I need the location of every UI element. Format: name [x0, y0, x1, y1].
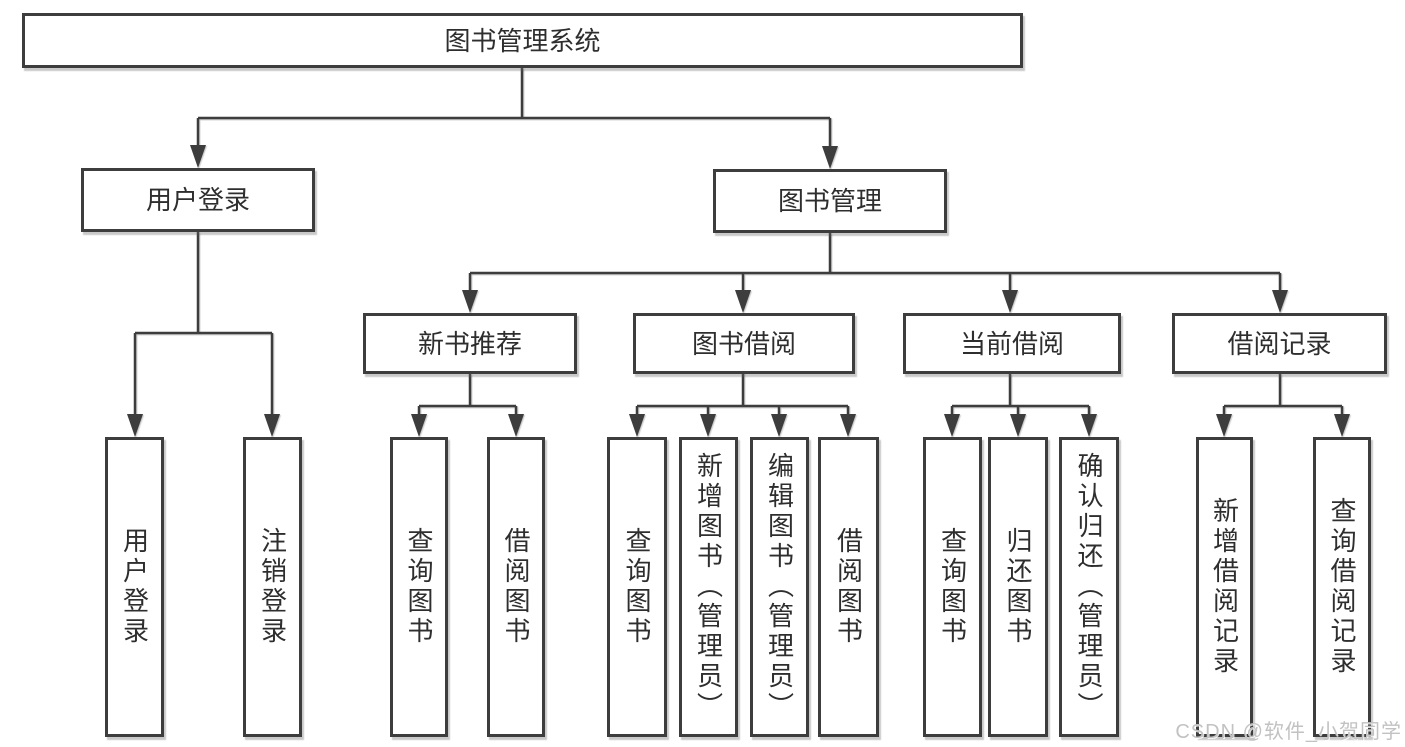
- arrow-down-icon: [1002, 290, 1018, 313]
- arrow-down-icon: [700, 414, 716, 437]
- node-library-system: 图书管理系统: [22, 13, 1023, 68]
- leaf-current-return-books: 归还图书: [988, 437, 1048, 737]
- node-label: 图书借阅: [691, 328, 796, 359]
- arrow-down-icon: [1081, 414, 1097, 437]
- leaf-current-query-books: 查询图书: [923, 437, 982, 737]
- leaf-borrow-borrow-books: 借阅图书: [818, 437, 879, 737]
- arrow-down-icon: [1010, 414, 1026, 437]
- leaf-borrow-edit-books-admin: 编辑图书（管理员）: [750, 437, 809, 737]
- node-label: 查询图书: [622, 527, 652, 647]
- node-user-login: 用户登录: [81, 168, 315, 232]
- arrow-down-icon: [1272, 290, 1288, 313]
- arrow-down-icon: [840, 414, 856, 437]
- arrow-down-icon: [771, 414, 787, 437]
- leaf-newbook-borrow-books: 借阅图书: [487, 437, 545, 737]
- leaf-records-add-record: 新增借阅记录: [1196, 437, 1253, 737]
- arrow-down-icon: [190, 145, 206, 168]
- leaf-user-login: 用户登录: [105, 437, 164, 737]
- node-label: 借阅图书: [501, 527, 531, 647]
- leaf-newbook-query-books: 查询图书: [390, 437, 448, 737]
- node-book-management: 图书管理: [713, 169, 947, 233]
- node-label: 查询图书: [404, 527, 434, 647]
- node-label: 用户登录: [119, 527, 150, 647]
- node-label: 新增借阅记录: [1209, 497, 1240, 677]
- arrow-down-icon: [508, 414, 524, 437]
- node-label: 查询图书: [937, 527, 968, 647]
- node-label: 查询借阅记录: [1327, 497, 1357, 677]
- arrow-down-icon: [629, 414, 645, 437]
- arrow-down-icon: [127, 414, 143, 437]
- node-label: 图书管理系统: [444, 25, 601, 56]
- arrow-down-icon: [822, 146, 838, 169]
- node-new-book-recommend: 新书推荐: [363, 313, 577, 374]
- node-label: 借阅记录: [1227, 328, 1332, 359]
- node-label: 新书推荐: [417, 328, 522, 359]
- node-label: 编辑图书（管理员）: [764, 452, 795, 722]
- connector-path: [133, 68, 1344, 414]
- leaf-current-confirm-return-admin: 确认归还（管理员）: [1059, 437, 1119, 737]
- arrow-down-icon: [735, 290, 751, 313]
- node-book-borrowing: 图书借阅: [633, 313, 855, 374]
- node-label: 当前借阅: [959, 328, 1064, 359]
- node-label: 借阅图书: [833, 527, 864, 647]
- leaf-records-query-record: 查询借阅记录: [1313, 437, 1371, 737]
- arrow-down-icon: [1334, 414, 1350, 437]
- node-label: 确认归还（管理员）: [1074, 452, 1104, 722]
- arrow-down-icon: [944, 414, 960, 437]
- node-current-borrowing: 当前借阅: [903, 313, 1121, 374]
- arrowhead-icons: [127, 145, 1350, 437]
- leaf-borrow-query-books: 查询图书: [607, 437, 667, 737]
- arrow-down-icon: [411, 414, 427, 437]
- node-label: 注销登录: [257, 527, 288, 647]
- arrow-down-icon: [1216, 414, 1232, 437]
- leaf-logout: 注销登录: [243, 437, 302, 737]
- node-label: 归还图书: [1003, 527, 1033, 647]
- arrow-down-icon: [462, 290, 478, 313]
- node-borrowing-records: 借阅记录: [1172, 313, 1387, 374]
- leaf-borrow-add-books-admin: 新增图书（管理员）: [679, 437, 738, 737]
- watermark: CSDN @软件_小贺同学: [1175, 721, 1402, 743]
- node-label: 新增图书（管理员）: [693, 452, 724, 722]
- arrow-down-icon: [264, 414, 280, 437]
- node-label: 图书管理: [777, 186, 882, 216]
- node-label: 用户登录: [145, 185, 250, 215]
